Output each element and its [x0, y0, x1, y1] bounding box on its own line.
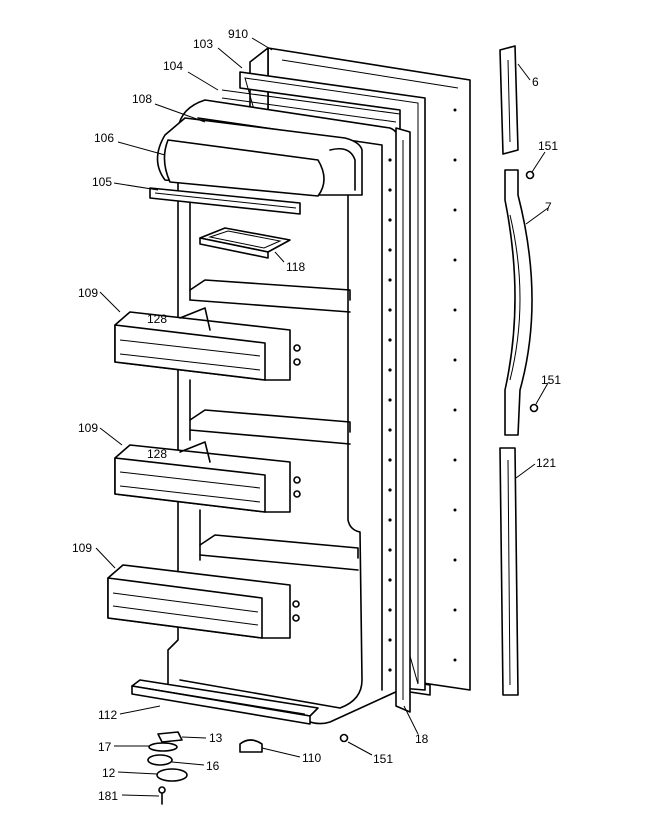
callout-105: 105 [92, 175, 112, 189]
callout-128-upper: 128 [147, 312, 167, 326]
hinge-bracket-13 [157, 731, 183, 743]
dairy-door-rail [149, 187, 301, 215]
screw-151-middle [529, 403, 539, 413]
liner-flange-holes [388, 158, 392, 672]
screw-151-top [525, 170, 535, 180]
callout-17: 17 [98, 740, 112, 754]
callout-108: 108 [132, 92, 152, 106]
door-shelf-lower [107, 564, 300, 639]
door-inner-liner [167, 99, 401, 725]
door-shelf-middle [114, 441, 301, 513]
door-stop-110 [239, 739, 263, 753]
callout-7: 7 [545, 200, 552, 214]
callout-110: 110 [302, 751, 321, 765]
callout-910: 910 [228, 27, 248, 41]
callout-109-lower: 109 [72, 541, 92, 555]
handle-top-trim [499, 45, 519, 155]
callout-151-middle: 151 [541, 373, 561, 387]
hinge-strip [395, 127, 411, 713]
callout-112: 112 [98, 708, 117, 722]
callout-labels: 910 103 104 108 106 105 118 109 128 109 … [72, 27, 561, 803]
leader-lines [95, 37, 549, 797]
callout-181: 181 [98, 789, 118, 803]
closer-12 [156, 768, 188, 782]
callout-121: 121 [536, 456, 556, 470]
callout-106: 106 [94, 131, 114, 145]
door-handle [504, 169, 539, 436]
callout-128-middle: 128 [147, 447, 167, 461]
callout-109-upper: 109 [78, 286, 98, 300]
callout-104: 104 [163, 59, 183, 73]
bushing-17 [148, 742, 178, 752]
egg-tray [199, 227, 291, 259]
callout-103: 103 [193, 37, 213, 51]
door-panel-screw-holes [453, 108, 457, 662]
handle-bottom-trim [499, 447, 519, 696]
callout-13: 13 [209, 731, 223, 745]
callout-16: 16 [206, 759, 220, 773]
callout-6: 6 [532, 75, 539, 89]
callout-18: 18 [415, 732, 429, 746]
dairy-compartment [156, 117, 363, 197]
cam-16 [147, 754, 173, 766]
screw-151-bottom [339, 733, 349, 743]
door-shelf-upper [114, 307, 301, 381]
bottom-trim-rail [131, 679, 319, 725]
callout-12: 12 [102, 766, 116, 780]
callout-118: 118 [286, 260, 305, 274]
callout-109-middle: 109 [78, 421, 98, 435]
callout-151-bottom: 151 [373, 752, 393, 766]
hinge-hardware [147, 731, 349, 805]
callout-151-top: 151 [538, 139, 558, 153]
